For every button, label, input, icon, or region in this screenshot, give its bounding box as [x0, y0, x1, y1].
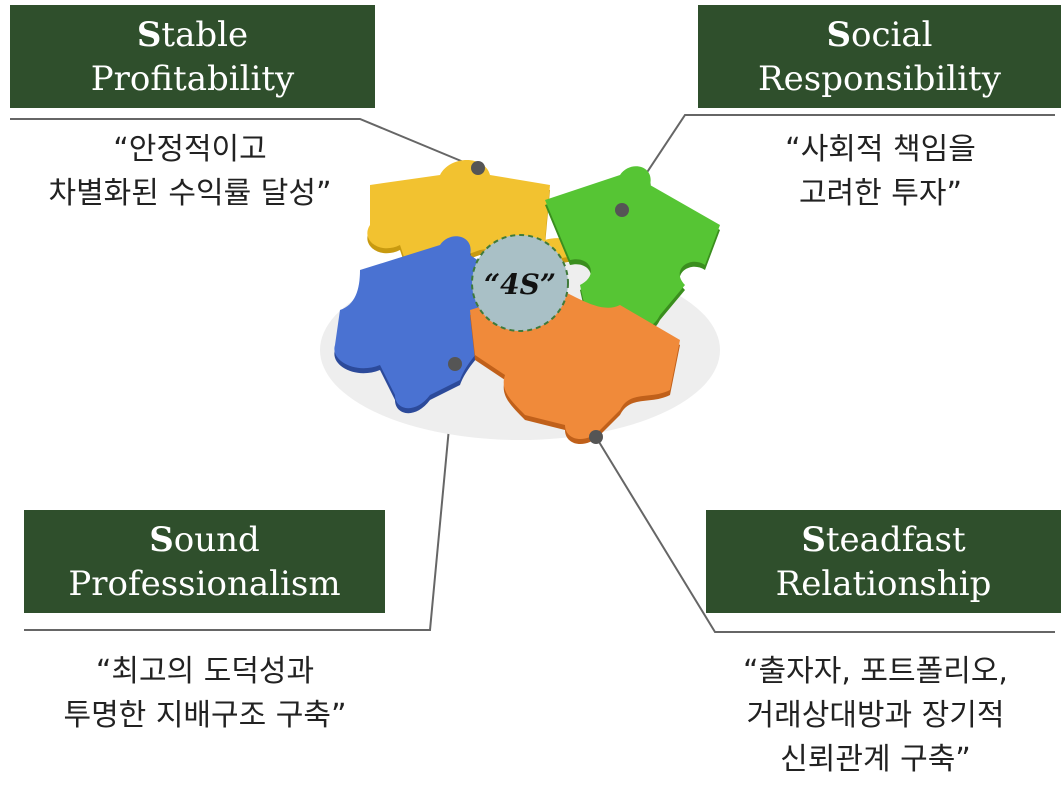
quote-line: “출자자, 포트폴리오, — [743, 654, 1008, 689]
label-box-sound-professionalism: Sound Professionalism — [24, 510, 385, 613]
quote-line: “사회적 책임을 — [785, 132, 976, 167]
quote-line: 투명한 지배구조 구축” — [63, 698, 347, 733]
puzzle-graphic: “4S” — [320, 160, 720, 445]
label-box-steadfast-relationship: Steadfast Relationship — [706, 510, 1061, 613]
quote-line: “안정적이고 — [113, 132, 267, 167]
label-title-line1: Social — [826, 14, 933, 55]
puzzle-piece-green — [545, 166, 720, 335]
label-title-line2: Professionalism — [68, 563, 341, 604]
puzzle-piece-blue — [334, 236, 515, 414]
quote-line: 차별화된 수익률 달성” — [48, 176, 332, 211]
quote-line: 거래상대방과 장기적 — [746, 698, 1005, 733]
quote-steadfast-relationship: “출자자, 포트폴리오, 거래상대방과 장기적 신뢰관계 구축” — [690, 650, 1061, 782]
center-label: “4S” — [484, 268, 556, 301]
quote-sound-professionalism: “최고의 도덕성과 투명한 지배구조 구축” — [0, 650, 410, 738]
label-box-social-responsibility: Social Responsibility — [698, 5, 1061, 108]
quote-line: “최고의 도덕성과 — [95, 654, 315, 689]
center-circle — [471, 234, 569, 332]
quote-stable-profitability: “안정적이고 차별화된 수익률 달성” — [0, 128, 380, 216]
connector-steadfast — [595, 436, 1055, 633]
connector-dot-sound — [448, 357, 462, 371]
connector-sound — [24, 363, 456, 631]
connector-dot-social — [615, 203, 629, 217]
quote-social-responsibility: “사회적 책임을 고려한 투자” — [700, 128, 1061, 216]
quote-line: 신뢰관계 구축” — [780, 742, 971, 777]
label-title-line1: Sound — [149, 519, 260, 560]
label-box-stable-profitability: Stable Profitability — [10, 5, 375, 108]
connector-dot-steadfast — [589, 430, 603, 444]
connector-stable — [10, 118, 479, 169]
label-title-line1: Stable — [136, 14, 249, 55]
label-title-line2: Responsibility — [758, 58, 1001, 99]
label-title-line2: Relationship — [775, 563, 992, 604]
quote-line: 고려한 투자” — [798, 176, 963, 211]
label-title-line2: Profitability — [90, 58, 295, 99]
label-title-line1: Steadfast — [801, 519, 966, 560]
connector-dot-stable — [471, 161, 485, 175]
